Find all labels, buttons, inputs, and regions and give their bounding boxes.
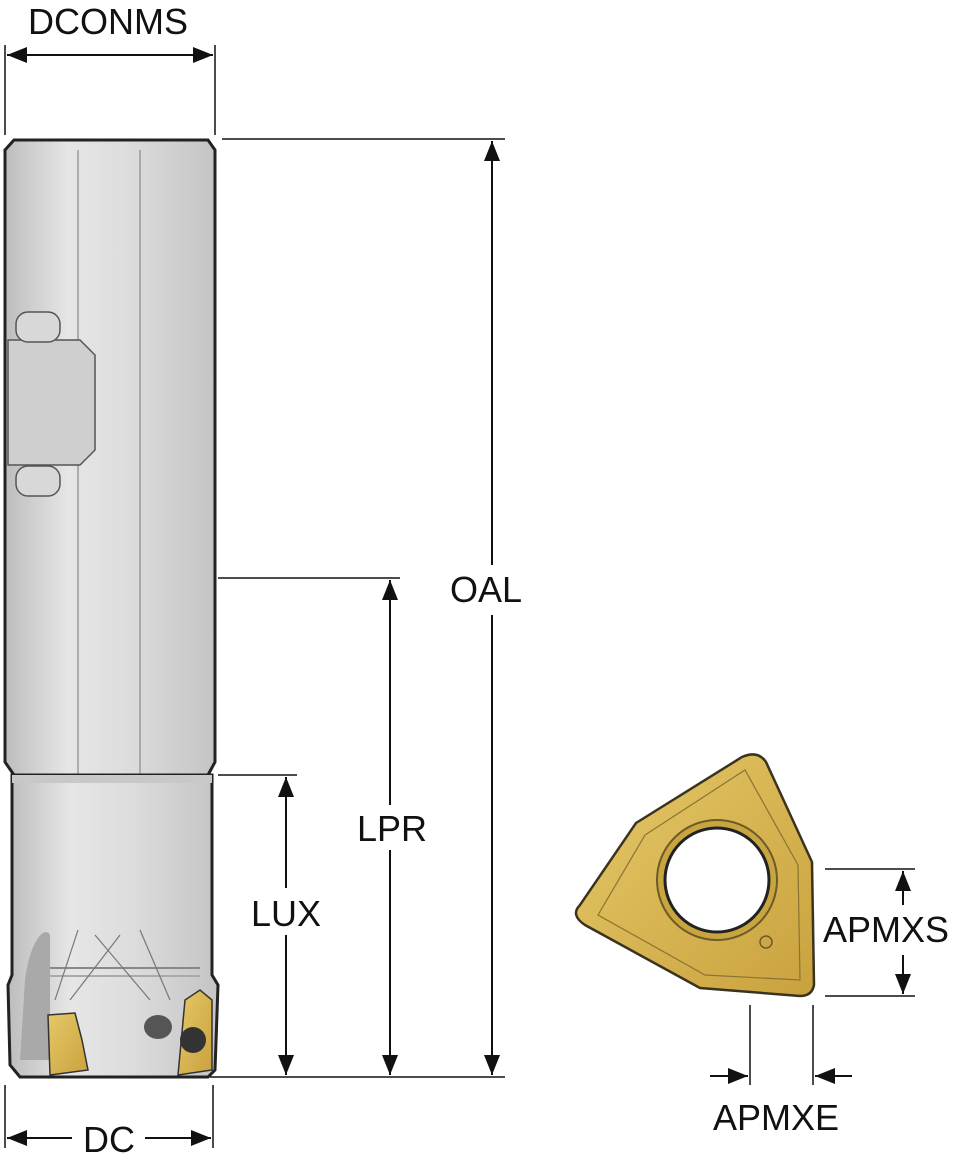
insert bbox=[574, 753, 816, 998]
milling-cutter bbox=[3, 138, 220, 1079]
apmxs-label: APMXS bbox=[823, 909, 949, 950]
dconms-label: DCONMS bbox=[28, 1, 188, 42]
weldon-flat bbox=[7, 339, 96, 466]
apmxe-label: APMXE bbox=[713, 1097, 839, 1138]
oal-label: OAL bbox=[450, 569, 522, 610]
extension-lines bbox=[4, 45, 915, 1148]
lpr-label: LPR bbox=[357, 808, 427, 849]
neck bbox=[6, 773, 220, 1079]
dc-label: DC bbox=[83, 1119, 135, 1160]
lux-label: LUX bbox=[251, 893, 321, 934]
cutting-insert-left bbox=[47, 1012, 89, 1076]
